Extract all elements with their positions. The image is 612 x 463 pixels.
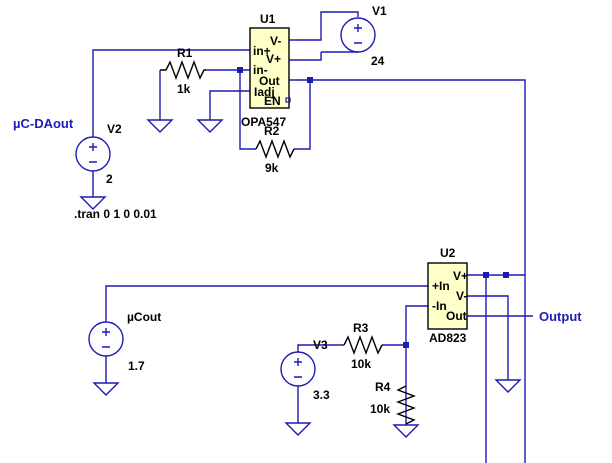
resistor-r4[interactable]: R4 10k bbox=[370, 380, 416, 425]
u2-ref: U2 bbox=[440, 246, 456, 260]
ground-icon bbox=[92, 382, 120, 396]
spice-directive: .tran 0 1 0 0.01 bbox=[74, 207, 157, 221]
u1-part: OPA547 bbox=[241, 115, 286, 129]
u1-pin-vminus: V- bbox=[270, 34, 281, 48]
junction-u2-vplus-b bbox=[503, 272, 509, 278]
v2-ref: V2 bbox=[107, 122, 122, 136]
wire-u2-inminus-divider bbox=[405, 305, 428, 425]
net-label-dac-out: µC-DAout bbox=[13, 116, 74, 131]
opamp-u2[interactable]: U2 V+ +In V- -In Out AD823 bbox=[427, 246, 468, 345]
ucout-value: 1.7 bbox=[128, 359, 145, 373]
v1-ref: V1 bbox=[372, 4, 387, 18]
resistor-r2[interactable]: R2 9k bbox=[255, 124, 295, 175]
r1-ref: R1 bbox=[177, 46, 193, 60]
ground-icon bbox=[146, 119, 174, 133]
v3-ref: V3 bbox=[313, 338, 328, 352]
u2-pin-out: Out bbox=[446, 309, 467, 323]
ground-icon bbox=[284, 422, 312, 436]
u2-pin-inplus: +In bbox=[432, 279, 450, 293]
wire-u2-vminus-ground bbox=[467, 295, 509, 380]
junction-divider bbox=[403, 342, 409, 348]
u1-pin-iadj: Iadj bbox=[254, 85, 275, 99]
voltage-source-v1[interactable]: V1 24 bbox=[340, 4, 387, 68]
ground-icon bbox=[392, 424, 420, 438]
wire-dac-to-u1-inplus bbox=[92, 49, 250, 137]
u1-pin-inplus: in+ bbox=[253, 44, 271, 58]
resistor-r1[interactable]: R1 1k bbox=[160, 46, 206, 96]
ground-icon bbox=[196, 119, 224, 133]
wire-feedback-left bbox=[239, 70, 256, 150]
u1-pin-en: EN bbox=[264, 94, 281, 108]
u2-pin-inminus: -In bbox=[432, 299, 447, 313]
u2-pin-vminus: V- bbox=[456, 289, 467, 303]
v3-value: 3.3 bbox=[313, 388, 330, 402]
wire-u1-vminus-v1 bbox=[289, 11, 359, 41]
u1-pin-inminus: in- bbox=[253, 63, 268, 77]
u1-ref: U1 bbox=[260, 12, 276, 26]
u1-pin-out: Out bbox=[259, 74, 280, 88]
junction-u2-vplus-a bbox=[483, 272, 489, 278]
wire-v3-to-r3 bbox=[297, 344, 344, 352]
voltage-source-v3[interactable]: V3 3.3 bbox=[280, 338, 330, 402]
voltage-source-ucout[interactable]: µCout 1.7 bbox=[88, 310, 161, 373]
grounds bbox=[79, 119, 522, 438]
u1-en-pin-marker bbox=[285, 97, 291, 103]
r1-value: 1k bbox=[177, 82, 191, 96]
junctions bbox=[237, 67, 509, 348]
ucout-ref: µCout bbox=[127, 310, 161, 324]
u2-part: AD823 bbox=[429, 331, 467, 345]
opamp-u1[interactable]: U1 in+ V- V+ in- Out Iadj EN OPA547 bbox=[241, 12, 291, 129]
wire-ucout-to-u2-inplus bbox=[105, 285, 428, 322]
junction-u1-inminus bbox=[237, 67, 243, 73]
ground-icon bbox=[494, 379, 522, 393]
wire-u1-out bbox=[289, 79, 526, 463]
u1-pin-vplus: V+ bbox=[266, 52, 281, 66]
r2-ref: R2 bbox=[264, 124, 280, 138]
r3-ref: R3 bbox=[353, 321, 369, 335]
v1-value: 24 bbox=[371, 54, 385, 68]
junction-u1-out bbox=[307, 77, 313, 83]
r2-value: 9k bbox=[265, 161, 279, 175]
voltage-source-v2[interactable]: V2 2 bbox=[75, 122, 122, 186]
wire-iadj-ground bbox=[209, 90, 250, 120]
wire-u1-vplus-junction bbox=[289, 52, 322, 61]
wire-feedback-right bbox=[294, 80, 311, 150]
u2-pin-vplus: V+ bbox=[453, 269, 468, 283]
net-label-output: Output bbox=[539, 309, 582, 324]
v2-value: 2 bbox=[106, 172, 113, 186]
r4-value: 10k bbox=[370, 402, 390, 416]
ground-icon bbox=[79, 196, 107, 210]
resistor-r3[interactable]: R3 10k bbox=[343, 321, 383, 371]
r4-ref: R4 bbox=[375, 380, 391, 394]
wires bbox=[92, 11, 533, 463]
r3-value: 10k bbox=[351, 357, 371, 371]
